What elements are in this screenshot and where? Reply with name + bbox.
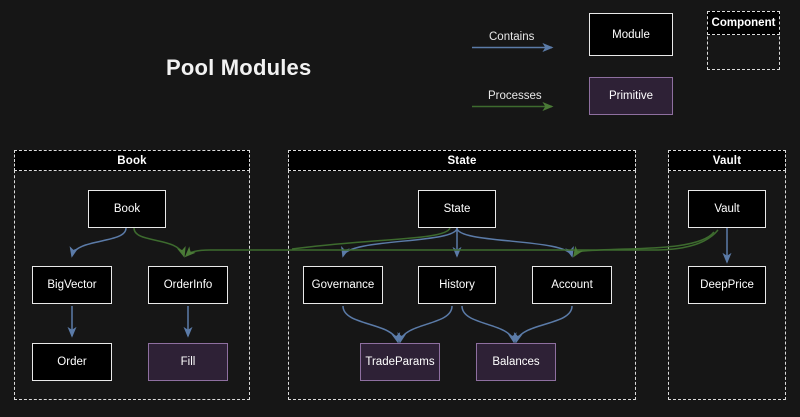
legend-component-header: Component (707, 11, 780, 35)
node-bigvector-label: BigVector (47, 279, 97, 291)
legend-primitive-label: Primitive (608, 90, 654, 102)
legend-contains-label: Contains (489, 31, 535, 43)
page-title: Pool Modules (166, 55, 312, 80)
node-book-label: Book (113, 203, 141, 215)
node-orderinfo-label: OrderInfo (163, 279, 213, 291)
legend-contains-arrow-icon (472, 43, 554, 52)
node-governance[interactable]: Governance (303, 266, 383, 304)
node-deepprice-label: DeepPrice (700, 279, 754, 291)
legend-component-label: Component (711, 17, 776, 29)
container-vault-header: Vault (668, 150, 786, 171)
container-state-title: State (447, 154, 477, 167)
node-fill-label: Fill (180, 356, 196, 368)
node-tradeparams-label: TradeParams (365, 356, 435, 368)
container-vault-title: Vault (712, 154, 742, 167)
node-balances-label: Balances (492, 356, 540, 368)
container-state-header: State (288, 150, 636, 171)
node-vault[interactable]: Vault (688, 190, 766, 228)
node-order-label: Order (57, 356, 87, 368)
node-book[interactable]: Book (88, 190, 166, 228)
legend-module-box: Module (589, 13, 673, 56)
node-history[interactable]: History (418, 266, 496, 304)
legend-processes-arrow-icon (472, 102, 554, 111)
legend-module-label: Module (612, 28, 650, 41)
node-state-label: State (443, 203, 471, 215)
node-deepprice[interactable]: DeepPrice (688, 266, 766, 304)
node-state[interactable]: State (418, 190, 496, 228)
container-book-header: Book (14, 150, 250, 171)
node-vault-label: Vault (714, 203, 740, 215)
node-account-label: Account (551, 279, 593, 291)
legend-processes-label: Processes (488, 90, 542, 102)
node-governance-label: Governance (311, 279, 375, 291)
node-tradeparams[interactable]: TradeParams (360, 343, 440, 381)
legend-primitive-box: Primitive (589, 77, 673, 115)
node-order[interactable]: Order (32, 343, 112, 381)
node-balances[interactable]: Balances (476, 343, 556, 381)
container-book-title: Book (117, 154, 147, 167)
node-bigvector[interactable]: BigVector (32, 266, 112, 304)
node-fill[interactable]: Fill (148, 343, 228, 381)
node-account[interactable]: Account (532, 266, 612, 304)
node-history-label: History (439, 279, 475, 291)
node-orderinfo[interactable]: OrderInfo (148, 266, 228, 304)
